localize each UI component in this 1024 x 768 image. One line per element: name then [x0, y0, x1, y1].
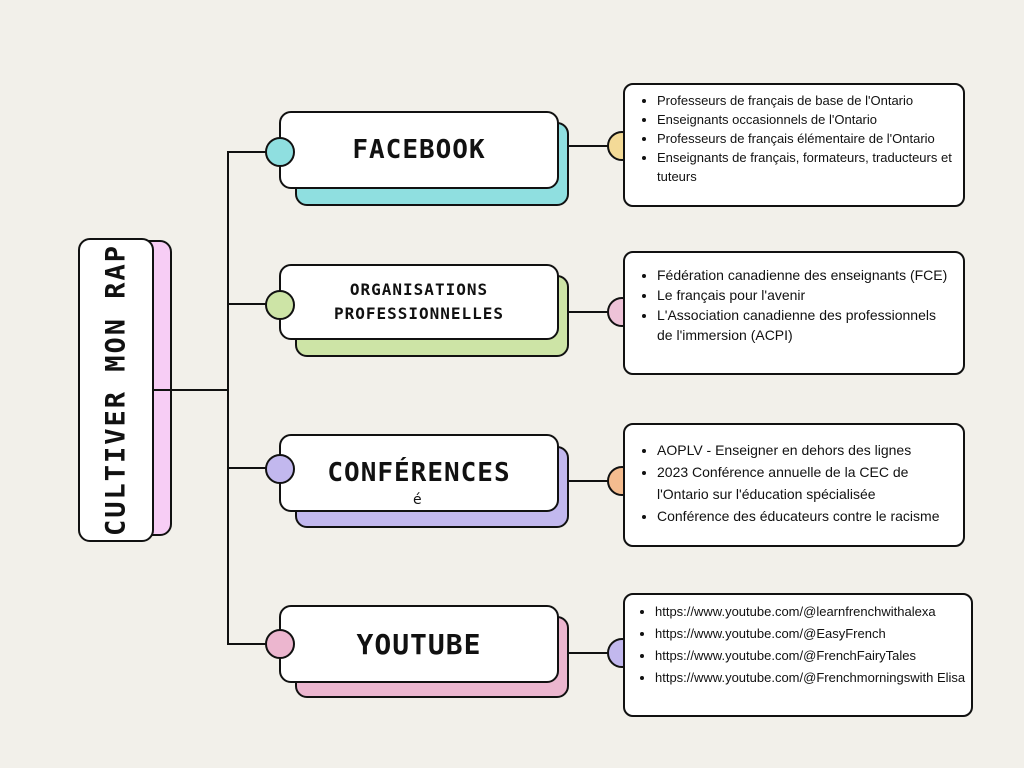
conferences-left-dot	[265, 454, 295, 484]
facebook-item: Enseignants de français, formateurs, tra…	[657, 148, 955, 186]
conferences-title: CONFÉRENCES	[327, 458, 511, 488]
youtube-list: https://www.youtube.com/@learnfrenchwith…	[635, 601, 969, 689]
conferences-right-connector	[569, 480, 625, 482]
organisations-title: ORGANISATIONS PROFESSIONNELLES	[333, 280, 505, 323]
branch-connector-1	[227, 151, 267, 153]
conferences-item: Conférence des éducateurs contre le raci…	[657, 505, 955, 527]
root-card: CULTIVER MON RAP	[78, 238, 154, 542]
youtube-link[interactable]: https://www.youtube.com/@FrenchFairyTale…	[655, 645, 969, 667]
youtube-title: YOUTUBE	[356, 627, 482, 661]
youtube-link[interactable]: https://www.youtube.com/@learnfrenchwith…	[655, 601, 969, 623]
conferences-card: CONFÉRENCES é	[279, 434, 559, 512]
facebook-item: Professeurs de français de base de l'Ont…	[657, 91, 955, 110]
youtube-link[interactable]: https://www.youtube.com/@EasyFrench	[655, 623, 969, 645]
trunk-line	[227, 151, 229, 644]
organisations-left-dot	[265, 290, 295, 320]
organisations-item: L'Association canadienne des professionn…	[657, 305, 955, 345]
youtube-right-connector	[569, 652, 625, 654]
organisations-item: Fédération canadienne des enseignants (F…	[657, 265, 955, 285]
facebook-list: Professeurs de français de base de l'Ont…	[635, 91, 955, 186]
conferences-subnote: é	[413, 492, 422, 508]
conferences-item: AOPLV - Enseigner en dehors des lignes	[657, 439, 955, 461]
facebook-item: Enseignants occasionnels de l'Ontario	[657, 110, 955, 129]
organisations-item: Le français pour l'avenir	[657, 285, 955, 305]
branch-connector-2	[227, 303, 267, 305]
facebook-title: FACEBOOK	[352, 135, 486, 165]
youtube-card: YOUTUBE	[279, 605, 559, 683]
conferences-list: AOPLV - Enseigner en dehors des lignes 2…	[635, 439, 955, 527]
facebook-item: Professeurs de français élémentaire de l…	[657, 129, 955, 148]
organisations-right-connector	[569, 311, 625, 313]
facebook-right-connector	[569, 145, 625, 147]
youtube-list-box: https://www.youtube.com/@learnfrenchwith…	[623, 593, 973, 717]
youtube-left-dot	[265, 629, 295, 659]
organisations-list: Fédération canadienne des enseignants (F…	[635, 265, 955, 345]
youtube-link[interactable]: https://www.youtube.com/@Frenchmorningsw…	[655, 667, 969, 689]
branch-connector-3	[227, 467, 267, 469]
conferences-item: 2023 Conférence annuelle de la CEC de l'…	[657, 461, 955, 505]
facebook-list-box: Professeurs de français de base de l'Ont…	[623, 83, 965, 207]
root-connector	[154, 389, 228, 391]
facebook-left-dot	[265, 137, 295, 167]
conferences-list-box: AOPLV - Enseigner en dehors des lignes 2…	[623, 423, 965, 547]
facebook-card: FACEBOOK	[279, 111, 559, 189]
root-title: CULTIVER MON RAP	[100, 243, 132, 537]
organisations-list-box: Fédération canadienne des enseignants (F…	[623, 251, 965, 375]
organisations-card: ORGANISATIONS PROFESSIONNELLES	[279, 264, 559, 340]
branch-connector-4	[227, 643, 267, 645]
